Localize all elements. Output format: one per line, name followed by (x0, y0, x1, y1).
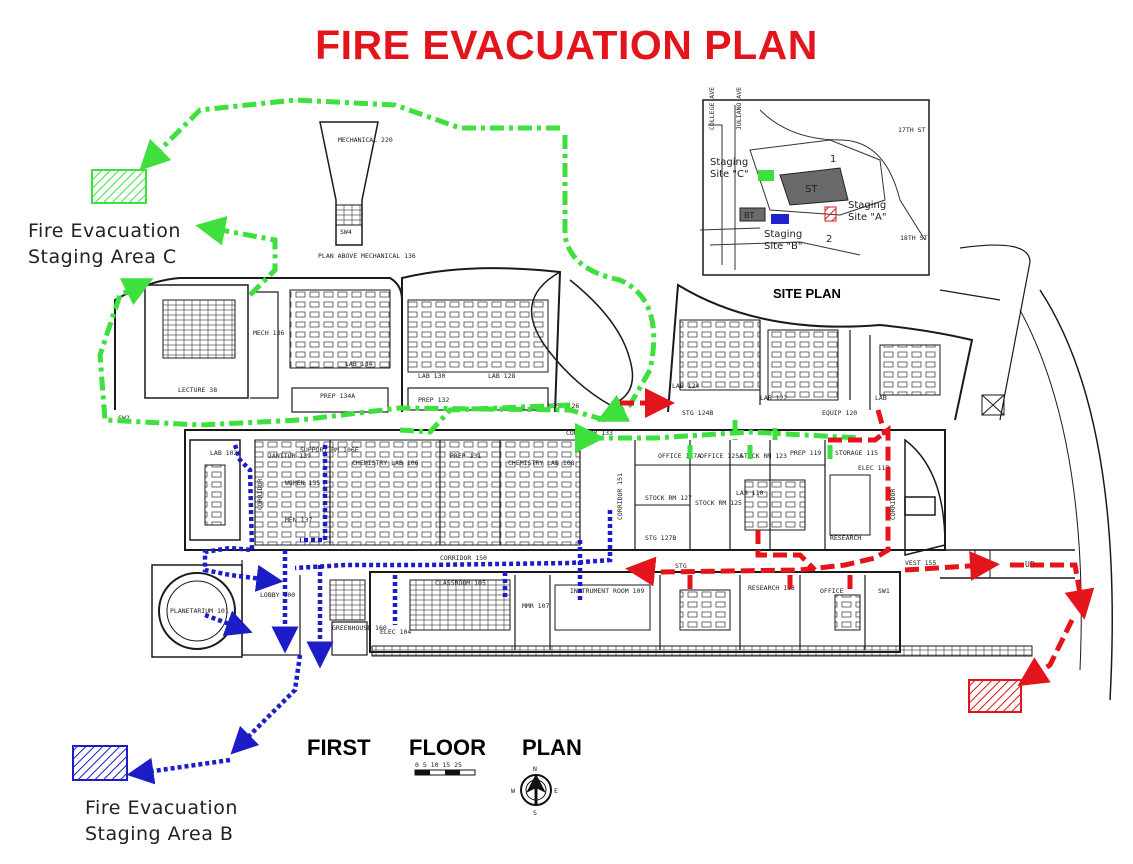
page-title: FIRE EVACUATION PLAN (315, 22, 818, 68)
floor-label-floor: FLOOR (409, 735, 486, 760)
staging-area-a-box (968, 679, 1022, 713)
room-janitor: JANITOR 139 (268, 452, 311, 460)
room-equip: EQUIP 120 (822, 409, 857, 417)
room-mech: MECH 136 (253, 329, 284, 337)
site-b-line1: Staging (764, 229, 802, 240)
room-sw4: SW4 (340, 228, 352, 236)
ramp-up: UP (1025, 560, 1035, 569)
building-walls (114, 121, 1113, 701)
room-corridor133: CORRIDOR 133 (566, 429, 613, 437)
site-c-line2: Site "C" (710, 169, 749, 180)
room-women: WOMEN 135 (285, 479, 320, 487)
room-men: MEN 137 (285, 516, 312, 524)
room-prep134a: PREP 134A (320, 392, 355, 400)
site-a-line2: Site "A" (848, 212, 886, 223)
room-office: OFFICE (820, 587, 844, 595)
staging-b-line1: Fire Evacuation (85, 797, 238, 819)
room-lab124: LAB 124 (672, 382, 699, 390)
room-planetarium: PLANETARIUM 101 (170, 607, 229, 615)
room-corridor-e: CORRIDOR (889, 489, 897, 520)
staging-area-c-label: Fire Evacuation Staging Area C (28, 218, 181, 270)
room-elec104: ELEC 104 (380, 628, 411, 636)
evac-route-c (97, 97, 861, 460)
room-greenhouse: GREENHOUSE 160 (332, 624, 387, 632)
room-lab102: LAB 102 (210, 449, 237, 457)
street-college: COLLEGE AVE (708, 87, 716, 130)
site-bt-label: BT (744, 211, 754, 220)
room-lab128: LAB 128 (488, 372, 515, 380)
room-corridor151: CORRIDOR 151 (616, 473, 624, 520)
room-storage: STORAGE 115 (835, 449, 878, 457)
staging-area-b-label: Fire Evacuation Staging Area B (85, 795, 238, 847)
room-lab110: LAB 110 (736, 489, 763, 497)
room-lab122: LAB 122 (760, 394, 787, 402)
site-b-line2: Site "B" (764, 241, 802, 252)
room-stg124b: STG 124B (682, 409, 713, 417)
floor-label-first: FIRST (307, 735, 371, 760)
room-mmr: MMR 107 (522, 602, 549, 610)
site-plan-label: SITE PLAN (773, 286, 841, 301)
room-stock125: STOCK RM 125 (695, 499, 742, 507)
room-corridor: CORRIDOR (256, 479, 264, 510)
evac-route-a (620, 388, 1095, 687)
street-17th: 17TH ST (898, 126, 925, 134)
room-stock-top: STOCK RM 123 (740, 452, 787, 460)
room-prep132: PREP 132 (418, 396, 449, 404)
site-c-line1: Staging (710, 157, 748, 168)
room-instrument: INSTRUMENT ROOM 109 (570, 587, 644, 595)
site-a-line1: Staging (848, 200, 886, 211)
staging-c-line2: Staging Area C (28, 246, 177, 268)
room-sw2: SW2 (118, 414, 130, 422)
compass-s: S (533, 809, 537, 817)
room-corridor150: CORRIDOR 150 (440, 554, 487, 562)
room-lab134: LAB 134 (345, 360, 372, 368)
room-stg: STG (675, 562, 687, 570)
street-18th: 18TH ST (900, 234, 927, 242)
room-lobby: LOBBY 100 (260, 591, 295, 599)
evac-route-b (126, 444, 613, 785)
room-prep119: PREP 119 (790, 449, 821, 457)
room-mechanical: MECHANICAL 220 (338, 136, 393, 144)
room-classroom: CLASSROOM 105 (435, 579, 486, 587)
staging-area-b-box (72, 745, 128, 781)
room-support: SUPPORT RM 106E (300, 446, 359, 454)
street-juliano: JULIANO AVE (735, 87, 743, 130)
staging-c-line1: Fire Evacuation (28, 220, 181, 242)
room-prep131: PREP 131 (450, 452, 481, 460)
staging-b-line2: Staging Area B (85, 823, 234, 845)
room-office125a: OFFICE 125A (700, 452, 743, 460)
room-labels: MECHANICAL 220 SW4 PLAN ABOVE MECHANICAL… (118, 136, 1035, 636)
room-stg127b: STG 127B (645, 534, 676, 542)
room-elec: ELEC 117 (858, 464, 889, 472)
room-chem-b: CHEMISTRY LAB 108 (508, 459, 575, 467)
room-office127a: OFFICE 127A (658, 452, 701, 460)
room-stock127: STOCK RM 127 (645, 494, 692, 502)
room-plan-above: PLAN ABOVE MECHANICAL 136 (318, 252, 416, 260)
scale-bar: 0 5 10 15 25 (414, 761, 476, 776)
site-st-label: ST (805, 184, 818, 195)
room-lecture: LECTURE 38 (178, 386, 217, 394)
room-vest155: VEST 155 (905, 559, 936, 567)
scale-text: 0 5 10 15 25 (415, 761, 462, 769)
compass-w: W (511, 787, 515, 795)
site-plan-inset: ST BT 1 2 Staging Site "C" Staging Site … (699, 87, 930, 276)
staging-area-c-box (91, 169, 147, 204)
site-lot1: 1 (830, 154, 836, 165)
room-research: RESEARCH (830, 534, 861, 542)
site-lot2: 2 (826, 234, 832, 245)
room-research113: RESEARCH 113 (748, 584, 795, 592)
compass-e: E (554, 787, 558, 795)
room-lab118: LAB (875, 394, 887, 402)
north-compass: N S E W (511, 765, 558, 817)
room-chem-a: CHEMISTRY LAB 106 (352, 459, 419, 467)
compass-n: N (533, 765, 537, 773)
floor-label-plan: PLAN (522, 735, 582, 760)
room-lab130: LAB 130 (418, 372, 445, 380)
room-sw1: SW1 (878, 587, 890, 595)
